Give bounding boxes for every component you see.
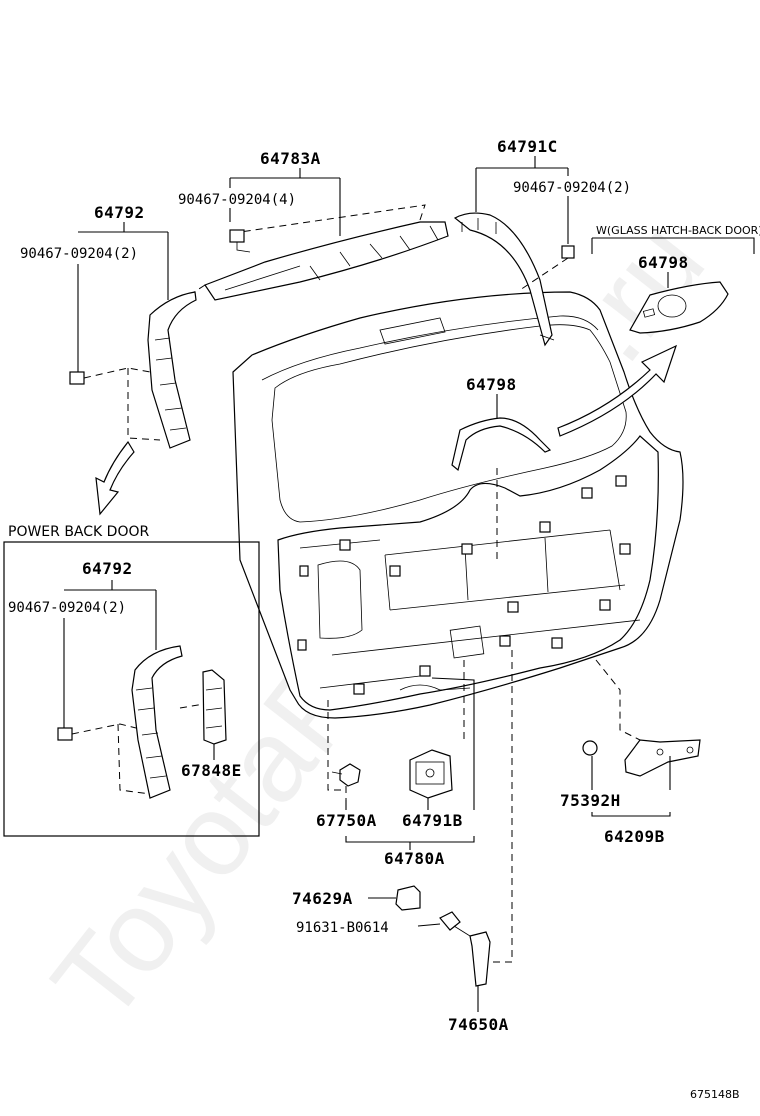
figure-code: 675148B [690, 1088, 740, 1101]
label-74650A: 74650A [448, 1015, 509, 1034]
part-67750A [331, 763, 361, 787]
label-74629A: 74629A [292, 889, 353, 908]
part-64791B [409, 749, 453, 799]
label-64792-top: 64792 [94, 203, 145, 222]
label-64791C: 64791C [497, 137, 558, 156]
label-90467-topright: 90467-09204(2) [513, 180, 631, 196]
back-door-panel [232, 291, 684, 719]
arrow-to-hatch [557, 344, 678, 437]
label-91631-B0614: 91631-B0614 [296, 920, 389, 936]
part-91631-B0614 [439, 911, 471, 937]
label-64791B: 64791B [402, 811, 463, 830]
label-64209B: 64209B [604, 827, 665, 846]
part-74629A [395, 885, 421, 911]
panel-clips [297, 475, 631, 695]
label-90467-left: 90467-09204(2) [20, 246, 138, 262]
label-90467-top: 90467-09204(4) [178, 192, 296, 208]
inset-box [3, 541, 260, 837]
hatch-garnish-64798 [629, 281, 729, 334]
inset-pillar-trim [57, 645, 227, 799]
upper-garnish-64783A [184, 204, 449, 301]
label-64780A: 64780A [384, 849, 445, 868]
label-64798-right: 64798 [638, 253, 689, 272]
part-74650A [469, 931, 491, 987]
label-67848E: 67848E [181, 761, 242, 780]
left-pillar-trim-64792 [69, 291, 197, 449]
label-90467-inset: 90467-09204(2) [8, 600, 126, 616]
label-75392H: 75392H [560, 791, 621, 810]
arrow-to-inset [95, 440, 135, 516]
part-64209B [624, 739, 701, 777]
label-67750A: 67750A [316, 811, 377, 830]
label-64792-inset: 64792 [82, 559, 133, 578]
part-labels: 64783A 90467-09204(4) 64791C 90467-09204… [8, 137, 760, 1034]
right-pillar-trim-64791C [453, 212, 575, 347]
leader-lines [63, 156, 755, 1012]
part-75392H [582, 740, 598, 756]
label-64783A: 64783A [260, 149, 321, 168]
center-garnish-64798 [451, 417, 552, 472]
inset-title: POWER BACK DOOR [8, 524, 149, 540]
label-glass-hatch: W(GLASS HATCH-BACK DOOR) [596, 224, 760, 237]
label-64798-center: 64798 [466, 375, 517, 394]
